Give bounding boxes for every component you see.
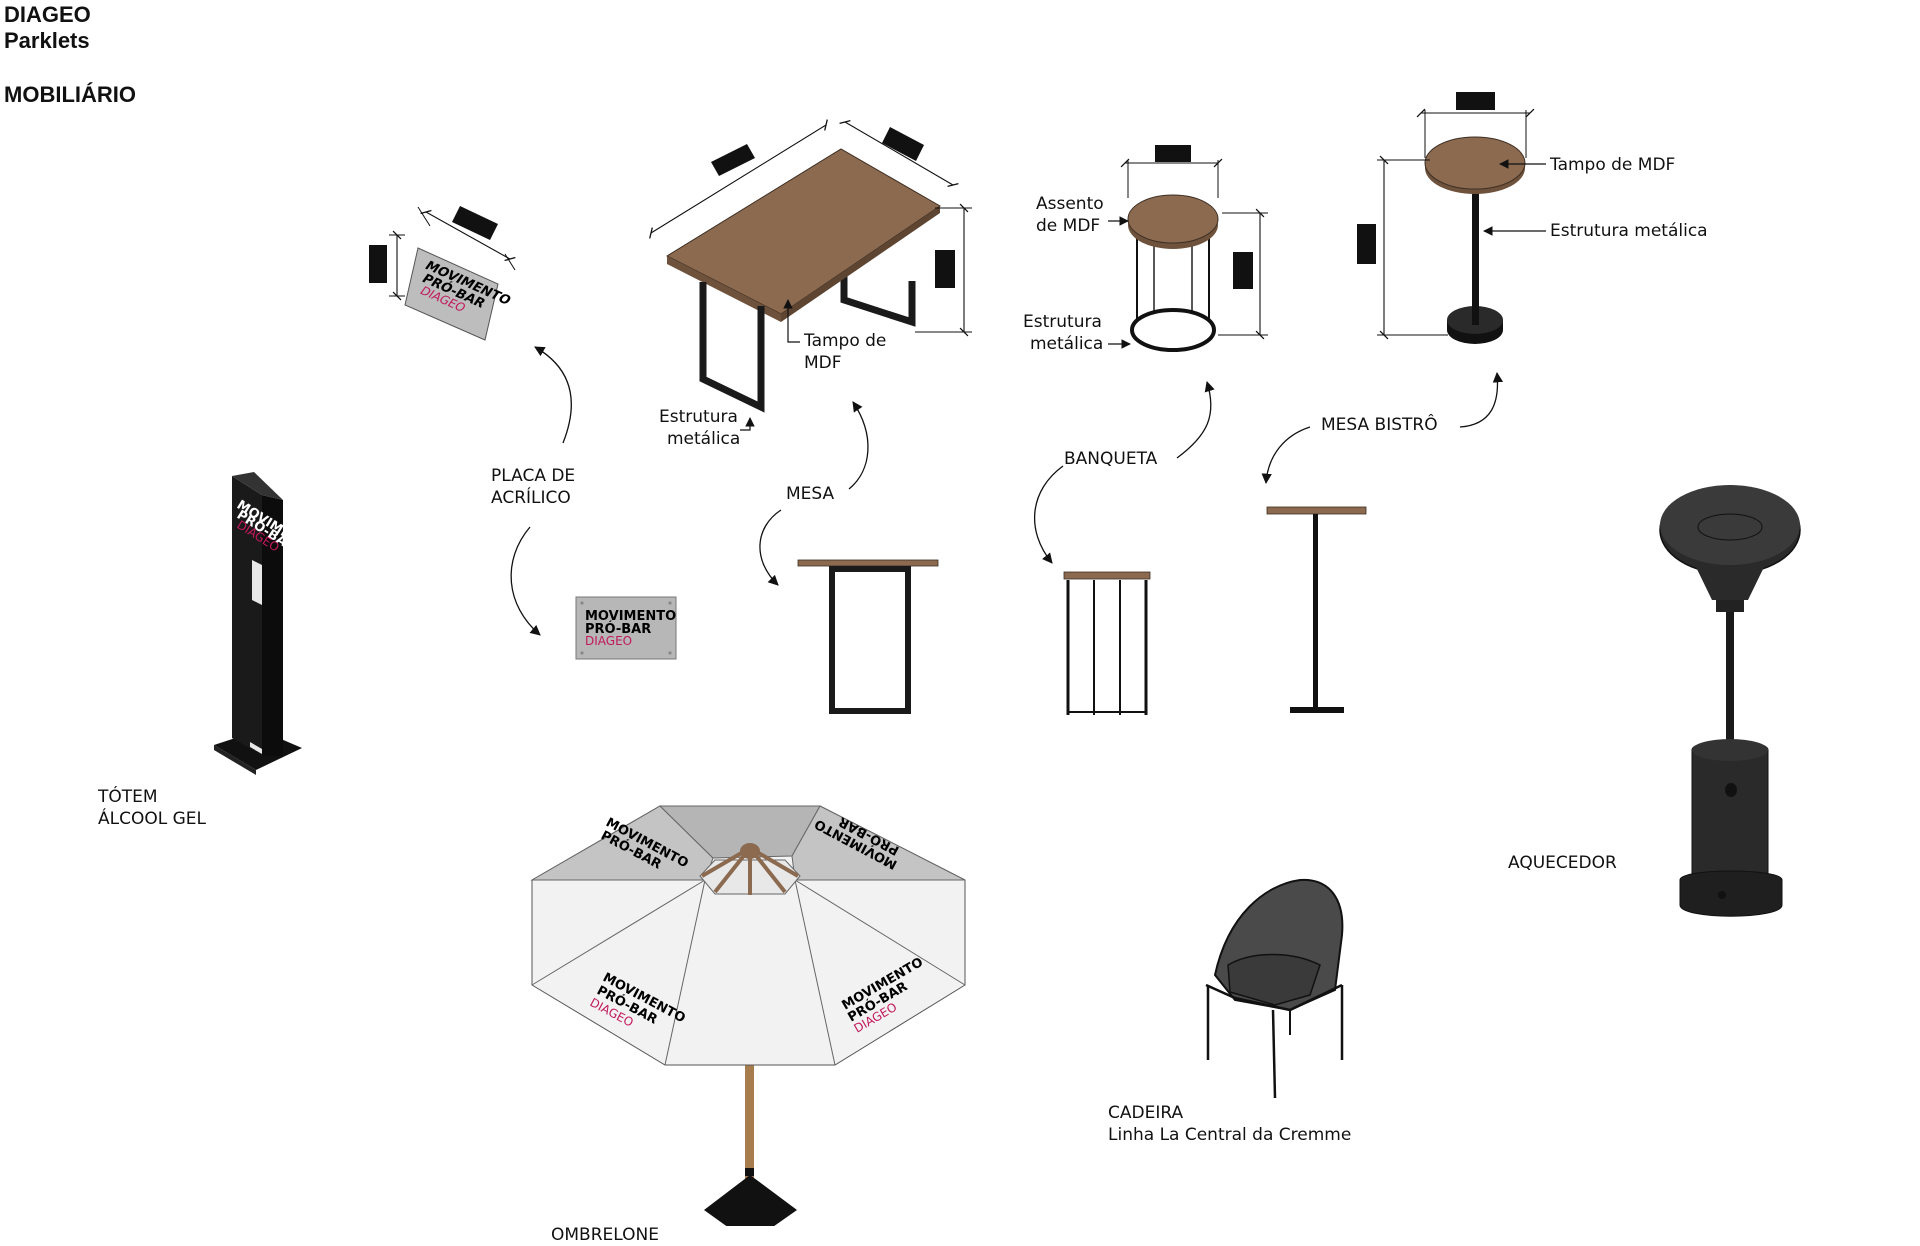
banqueta-front (1063, 571, 1151, 715)
note-bistro-top: Tampo de MDF (1550, 155, 1676, 175)
label-placa-line2: ACRÍLICO (491, 488, 571, 508)
arrow-banqueta-down (1033, 465, 1064, 564)
banqueta-isometric (1108, 145, 1268, 352)
cadeira (1205, 878, 1344, 1099)
arrow-bistro-down (1261, 426, 1311, 485)
brand-title: DIAGEO (4, 2, 91, 27)
label-mesa-bistro: MESA BISTRÔ (1321, 415, 1438, 435)
bistro-isometric (1357, 92, 1546, 344)
placa-front: MOVIMENTO PRÓ-BAR DIAGEO (575, 596, 677, 660)
project-title: Parklets (4, 28, 90, 53)
label-ombrelone: OMBRELONE (551, 1225, 659, 1245)
label-placa-line1: PLACA DE (491, 466, 576, 486)
ombrelone: MOVIMENTO PRÓ-BAR MOVIMENTO PRÓ-BAR MOVI… (530, 805, 966, 1226)
arrow-mesa-up (848, 401, 869, 490)
note-bistro-frame: Estrutura metálica (1550, 221, 1708, 241)
mesa-isometric (649, 119, 972, 431)
label-aquecedor: AQUECEDOR (1508, 853, 1617, 873)
note-mesa-frame-line1: Estrutura (659, 407, 738, 427)
placa-front-brand-2: PRÓ-BAR (585, 621, 651, 637)
placa-front-brand-1: MOVIMENTO (585, 609, 676, 624)
arrow-mesa-down (759, 509, 782, 586)
label-mesa: MESA (786, 484, 835, 504)
label-cadeira-line1: CADEIRA (1108, 1103, 1184, 1123)
note-mesa-top-line1: Tampo de (804, 331, 887, 351)
label-totem-line2: ÁLCOOL GEL (98, 809, 206, 829)
note-mesa-top-line2: MDF (804, 353, 842, 373)
placa-isometric: MOVIMENTO PRÓ-BAR DIAGEO (369, 206, 516, 341)
note-banqueta-seat-line2: de MDF (1036, 216, 1101, 236)
arrow-banqueta-up (1176, 381, 1215, 459)
mesa-front (797, 559, 939, 714)
aquecedor (1659, 485, 1801, 917)
arrow-bistro-up (1459, 371, 1504, 428)
note-mesa-frame-line2: metálica (667, 429, 741, 449)
note-banqueta-frame-line1: Estrutura (1023, 312, 1102, 332)
label-banqueta: BANQUETA (1064, 449, 1158, 469)
note-banqueta-seat-line1: Assento (1036, 194, 1104, 214)
label-totem-line1: TÓTEM (98, 787, 158, 807)
placa-front-brand-3: DIAGEO (585, 634, 632, 648)
bistro-front (1266, 506, 1367, 713)
label-cadeira-line2: Linha La Central da Cremme (1108, 1125, 1352, 1145)
arrow-placa-down (510, 526, 541, 636)
totem: MOVIMENTO PRÓ-BAR DIAGEO (214, 472, 319, 775)
section-title: MOBILIÁRIO (4, 82, 136, 107)
note-banqueta-frame-line2: metálica (1030, 334, 1104, 354)
arrow-placa-up (534, 346, 572, 444)
